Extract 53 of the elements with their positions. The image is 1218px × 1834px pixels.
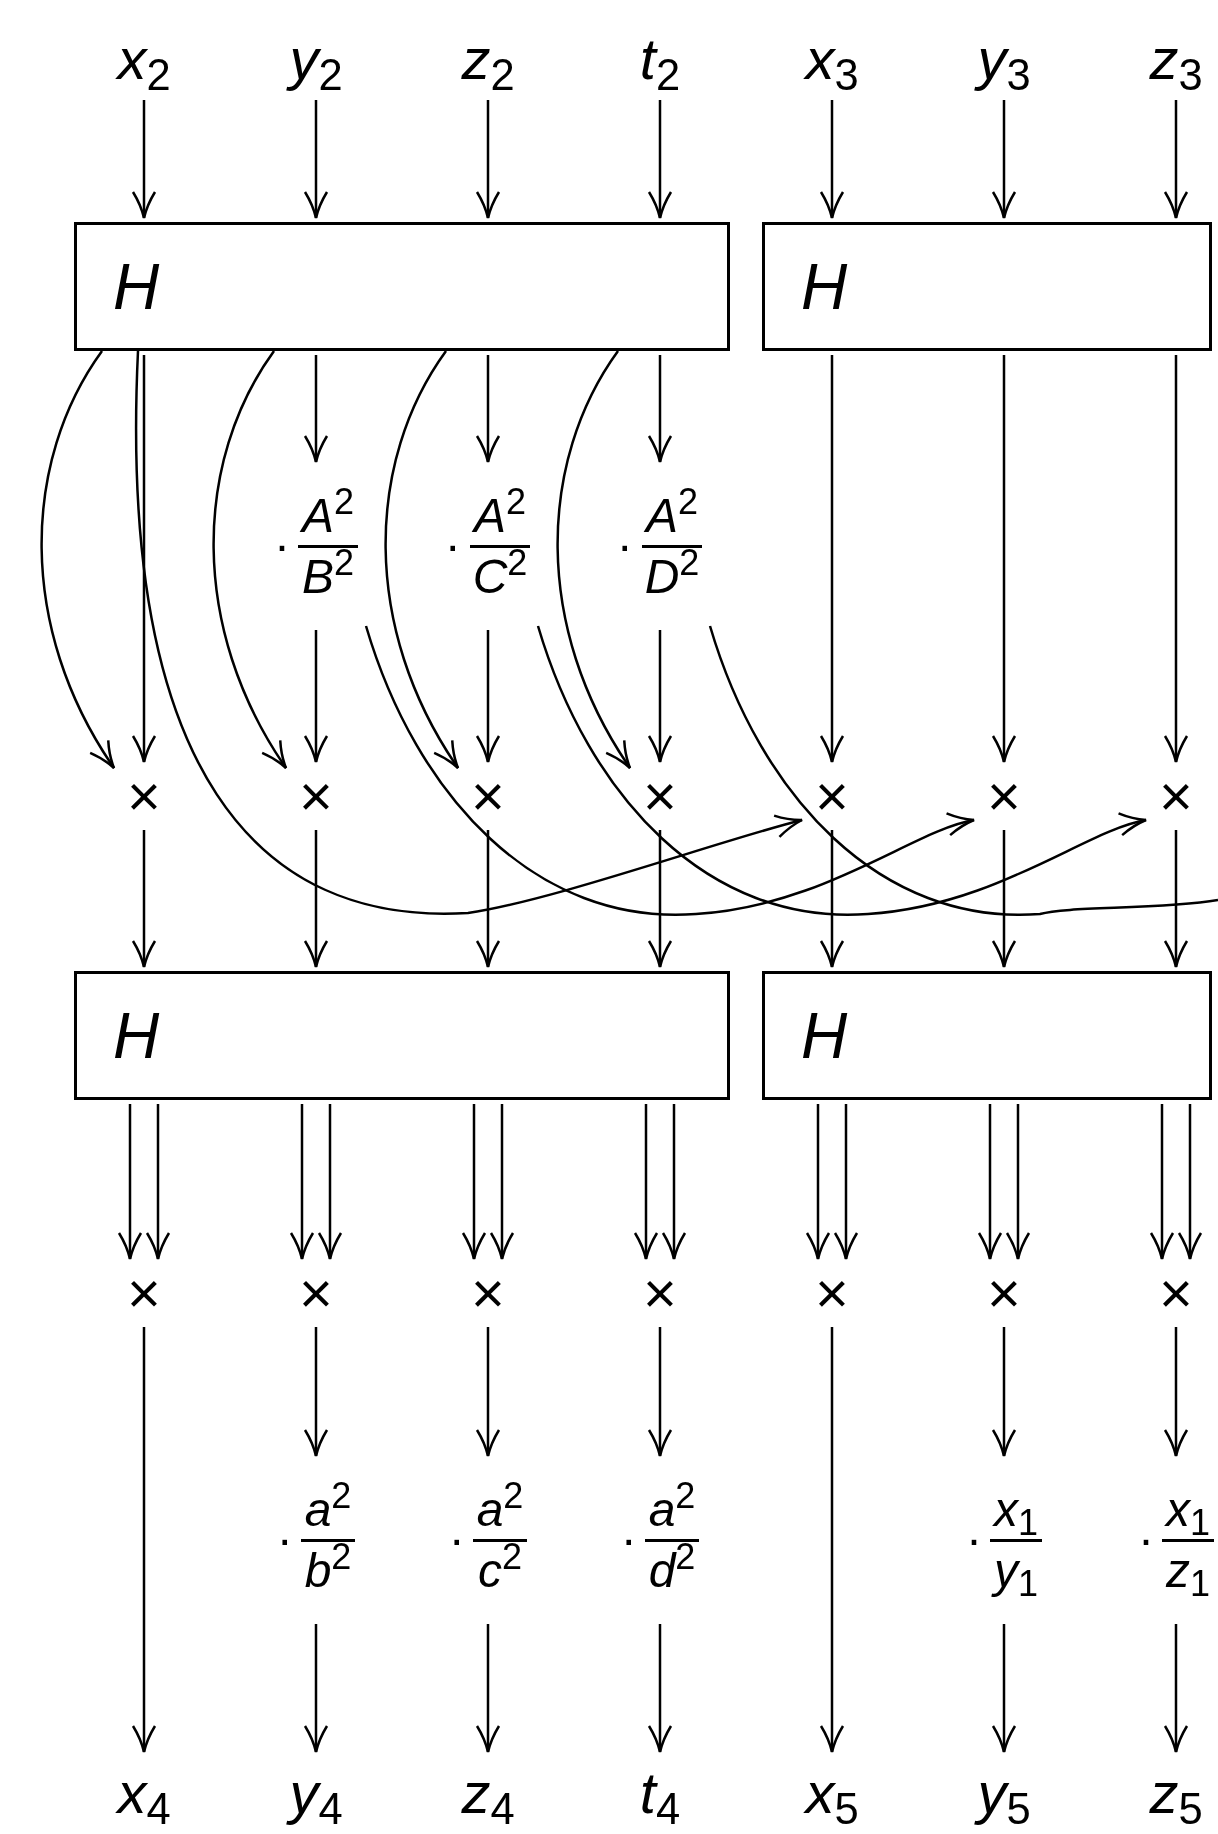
multiply-sign: × [643, 767, 677, 825]
multiply-sign: × [299, 1264, 333, 1322]
multiply-sign: × [815, 767, 849, 825]
dot-operator: · [276, 1516, 293, 1564]
multiply-sign: × [987, 1264, 1021, 1322]
process-box: H [74, 971, 730, 1100]
denominator: b$^{2}$ [303, 1541, 353, 1599]
denominator: c$^{2}$ [476, 1541, 523, 1599]
dot-operator: · [444, 522, 461, 570]
curved-line [708, 625, 1218, 916]
denominator: B$^{2}$ [300, 547, 355, 605]
dot-operator: · [966, 1516, 982, 1564]
numerator: A$^{2}$ [297, 486, 358, 548]
dot-operator: · [1138, 1516, 1154, 1564]
dot-operator: · [448, 1516, 465, 1564]
denominator: z$_{1}$ [1164, 1542, 1211, 1600]
variable-label: t$_{2}$ [639, 30, 681, 88]
variable-label: z$_{5}$ [1149, 1764, 1203, 1822]
multiply-sign: × [127, 767, 161, 825]
numerator: A$^{2}$ [641, 486, 702, 548]
variable-label: z$_{2}$ [461, 30, 515, 88]
variable-label: z$_{4}$ [461, 1764, 515, 1822]
numerator: a$^{2}$ [644, 1480, 700, 1542]
multiply-sign: × [471, 767, 505, 825]
multiply-sign: × [1159, 767, 1193, 825]
multiply-sign: × [815, 1264, 849, 1322]
variable-label: x$_{4}$ [117, 1764, 171, 1822]
numerator: a$^{2}$ [300, 1480, 356, 1542]
numerator: A$^{2}$ [469, 486, 530, 548]
multiply-sign: × [127, 1264, 161, 1322]
process-box: H [762, 222, 1212, 351]
denominator: y$_{1}$ [990, 1542, 1039, 1600]
variable-label: x$_{2}$ [117, 30, 171, 88]
numerator: x$_{1}$ [1161, 1480, 1214, 1542]
multiply-sign: × [471, 1264, 505, 1322]
process-box: H [762, 971, 1212, 1100]
dot-operator: · [620, 1516, 637, 1564]
variable-label: x$_{5}$ [805, 1764, 859, 1822]
denominator: D$^{2}$ [643, 547, 701, 605]
multiply-sign: × [1159, 1264, 1193, 1322]
process-box: H [74, 222, 730, 351]
numerator: x$_{1}$ [989, 1480, 1042, 1542]
multiply-sign: × [643, 1264, 677, 1322]
denominator: d$^{2}$ [647, 1541, 697, 1599]
multiply-sign: × [987, 767, 1021, 825]
numerator: a$^{2}$ [472, 1480, 528, 1542]
variable-label: x$_{3}$ [805, 30, 859, 88]
dot-operator: · [616, 522, 633, 570]
denominator: C$^{2}$ [471, 547, 529, 605]
multiply-sign: × [299, 767, 333, 825]
dot-operator: · [274, 522, 290, 570]
variable-label: z$_{3}$ [1149, 30, 1203, 88]
variable-label: t$_{4}$ [639, 1764, 681, 1822]
